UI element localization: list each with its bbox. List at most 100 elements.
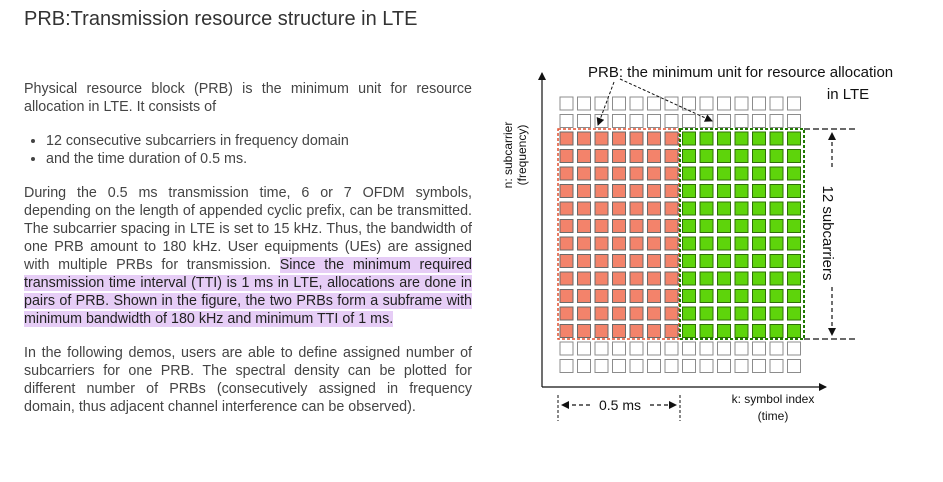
prb1-resource-element	[559, 324, 574, 338]
prb1-resource-element	[629, 184, 644, 198]
prb2-resource-element	[752, 219, 766, 233]
prb1-resource-element	[594, 271, 609, 286]
prb2-resource-element	[699, 131, 714, 146]
prb1-resource-element	[559, 289, 574, 303]
prb-bullet-list: 12 consecutive subcarriers in frequency …	[24, 132, 472, 168]
prb2-resource-element	[769, 289, 784, 303]
prb2-resource-element	[769, 236, 784, 251]
prb1-resource-element	[629, 289, 644, 303]
text-column: Physical resource block (PRB) is the min…	[24, 80, 472, 432]
resource-element	[769, 341, 784, 356]
prb1-resource-element	[664, 306, 679, 321]
prb1-resource-element	[664, 254, 679, 268]
prb2-resource-element	[769, 201, 784, 216]
prb1-resource-element	[594, 324, 609, 338]
prb1-resource-element	[577, 271, 591, 286]
prb2-resource-element	[682, 131, 696, 146]
prb2-resource-element	[682, 201, 696, 216]
prb1-resource-element	[612, 254, 626, 268]
prb1-resource-element	[664, 271, 679, 286]
prb1-resource-element	[629, 324, 644, 338]
resource-element	[664, 96, 679, 111]
prb1-resource-element	[612, 166, 626, 181]
prb1-resource-element	[577, 166, 591, 181]
callout-arrow-prb1	[596, 81, 615, 126]
prb2-resource-element	[734, 149, 749, 163]
prb2-resource-element	[787, 324, 801, 338]
prb1-resource-element	[559, 184, 574, 198]
prb1-resource-element	[647, 254, 661, 268]
prb1-resource-element	[594, 236, 609, 251]
prb2-resource-element	[734, 254, 749, 268]
resource-element	[734, 341, 749, 356]
prb1-resource-element	[612, 149, 626, 163]
resource-element	[629, 114, 644, 128]
prb2-resource-element	[734, 306, 749, 321]
prb2-resource-element	[682, 254, 696, 268]
resource-element	[752, 96, 766, 111]
prb2-resource-element	[787, 289, 801, 303]
prb2-resource-element	[734, 166, 749, 181]
resource-element	[612, 341, 626, 356]
resource-element	[647, 359, 661, 373]
resource-element	[734, 96, 749, 111]
resource-element	[682, 359, 696, 373]
resource-element	[647, 114, 661, 128]
prb1-resource-element	[647, 271, 661, 286]
prb2-resource-element	[734, 289, 749, 303]
resource-element	[612, 96, 626, 111]
prb2-resource-element	[752, 324, 766, 338]
prb1-resource-element	[577, 254, 591, 268]
resource-element	[577, 359, 591, 373]
prb2-outline	[679, 128, 805, 340]
prb1-resource-element	[647, 131, 661, 146]
prb1-resource-element	[629, 201, 644, 216]
prb2-resource-element	[734, 236, 749, 251]
resource-element	[699, 341, 714, 356]
prb1-resource-element	[612, 289, 626, 303]
prb1-resource-element	[612, 219, 626, 233]
prb1-resource-element	[612, 201, 626, 216]
prb2-resource-element	[717, 149, 731, 163]
resource-element	[717, 96, 731, 111]
prb2-resource-element	[699, 306, 714, 321]
resource-element	[769, 96, 784, 111]
prb1-resource-element	[629, 306, 644, 321]
resource-element	[787, 96, 801, 111]
resource-element	[699, 359, 714, 373]
prb1-resource-element	[647, 184, 661, 198]
prb1-resource-element	[647, 166, 661, 181]
prb1-resource-element	[629, 236, 644, 251]
prb1-resource-element	[647, 219, 661, 233]
prb2-resource-element	[717, 236, 731, 251]
prb1-resource-element	[629, 254, 644, 268]
prb2-resource-element	[769, 271, 784, 286]
prb1-resource-element	[577, 219, 591, 233]
prb2-resource-element	[787, 166, 801, 181]
prb2-resource-element	[769, 254, 784, 268]
prb2-resource-element	[734, 131, 749, 146]
prb1-resource-element	[577, 131, 591, 146]
prb2-resource-element	[752, 201, 766, 216]
prb2-resource-element	[717, 201, 731, 216]
prb1-resource-element	[594, 254, 609, 268]
resource-element	[664, 114, 679, 128]
transmission-paragraph: During the 0.5 ms transmission time, 6 o…	[24, 184, 472, 328]
prb2-resource-element	[787, 149, 801, 163]
prb2-resource-element	[717, 324, 731, 338]
resource-element	[787, 114, 801, 128]
prb1-resource-element	[664, 184, 679, 198]
transmission-text: During the 0.5 ms transmission time, 6 o…	[24, 185, 472, 273]
prb2-resource-element	[717, 166, 731, 181]
callout-line1: PRB: the minimum unit for resource alloc…	[588, 64, 893, 81]
prb2-resource-element	[752, 149, 766, 163]
resource-element	[647, 341, 661, 356]
prb2-resource-element	[787, 306, 801, 321]
resource-element	[629, 341, 644, 356]
prb2-resource-element	[752, 166, 766, 181]
prb2-resource-element	[734, 324, 749, 338]
prb2-resource-element	[699, 236, 714, 251]
resource-element	[769, 359, 784, 373]
callout-arrow-prb2	[619, 78, 713, 122]
prb2-resource-element	[682, 184, 696, 198]
